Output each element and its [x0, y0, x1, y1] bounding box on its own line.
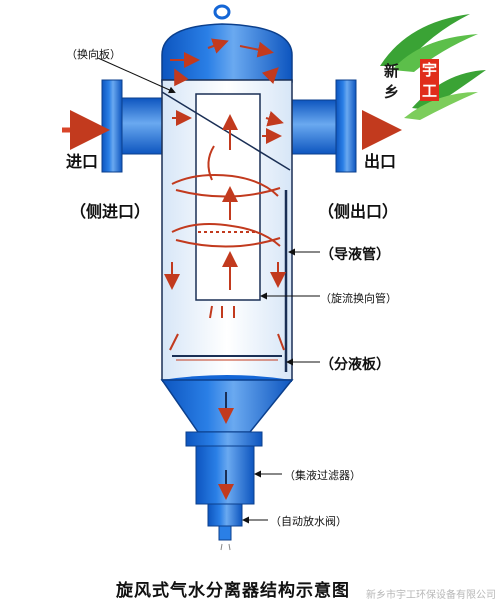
filter-label: （集液过滤器）	[284, 469, 361, 482]
drain-valve-body	[207, 503, 243, 527]
guide-tube-label: （导液管）	[320, 247, 390, 263]
swirl-tube-label: （旋流换向管）	[320, 292, 397, 305]
outlet-label: 出口	[364, 152, 397, 171]
logo-prefix: 新乡	[384, 62, 400, 101]
outlet-flange	[335, 79, 357, 173]
lifting-ring	[213, 4, 231, 20]
diagram-title: 旋风式气水分离器结构示意图	[116, 581, 350, 601]
deflector-plate	[161, 91, 291, 171]
leader-lines	[97, 57, 320, 524]
drain-valve-label: （自动放水阀）	[270, 515, 347, 528]
watermark: 新乡市宇工环保设备有限公司	[366, 590, 496, 601]
side-outlet-label: （侧出口）	[318, 202, 399, 221]
deflector-label: （换向板）	[66, 48, 121, 61]
side-inlet-label: （侧进口）	[70, 202, 151, 221]
inlet-label: 进口	[66, 152, 99, 171]
inlet-flange	[101, 79, 123, 173]
drain-drip-right	[228, 543, 231, 551]
drain-drip-left	[220, 543, 223, 551]
flow-paths	[164, 38, 286, 500]
filter-flange	[185, 431, 263, 447]
drain-valve-nozzle	[218, 525, 232, 541]
separator-plate-label: （分液板）	[320, 357, 390, 373]
logo-brand: 宇工	[420, 59, 440, 101]
